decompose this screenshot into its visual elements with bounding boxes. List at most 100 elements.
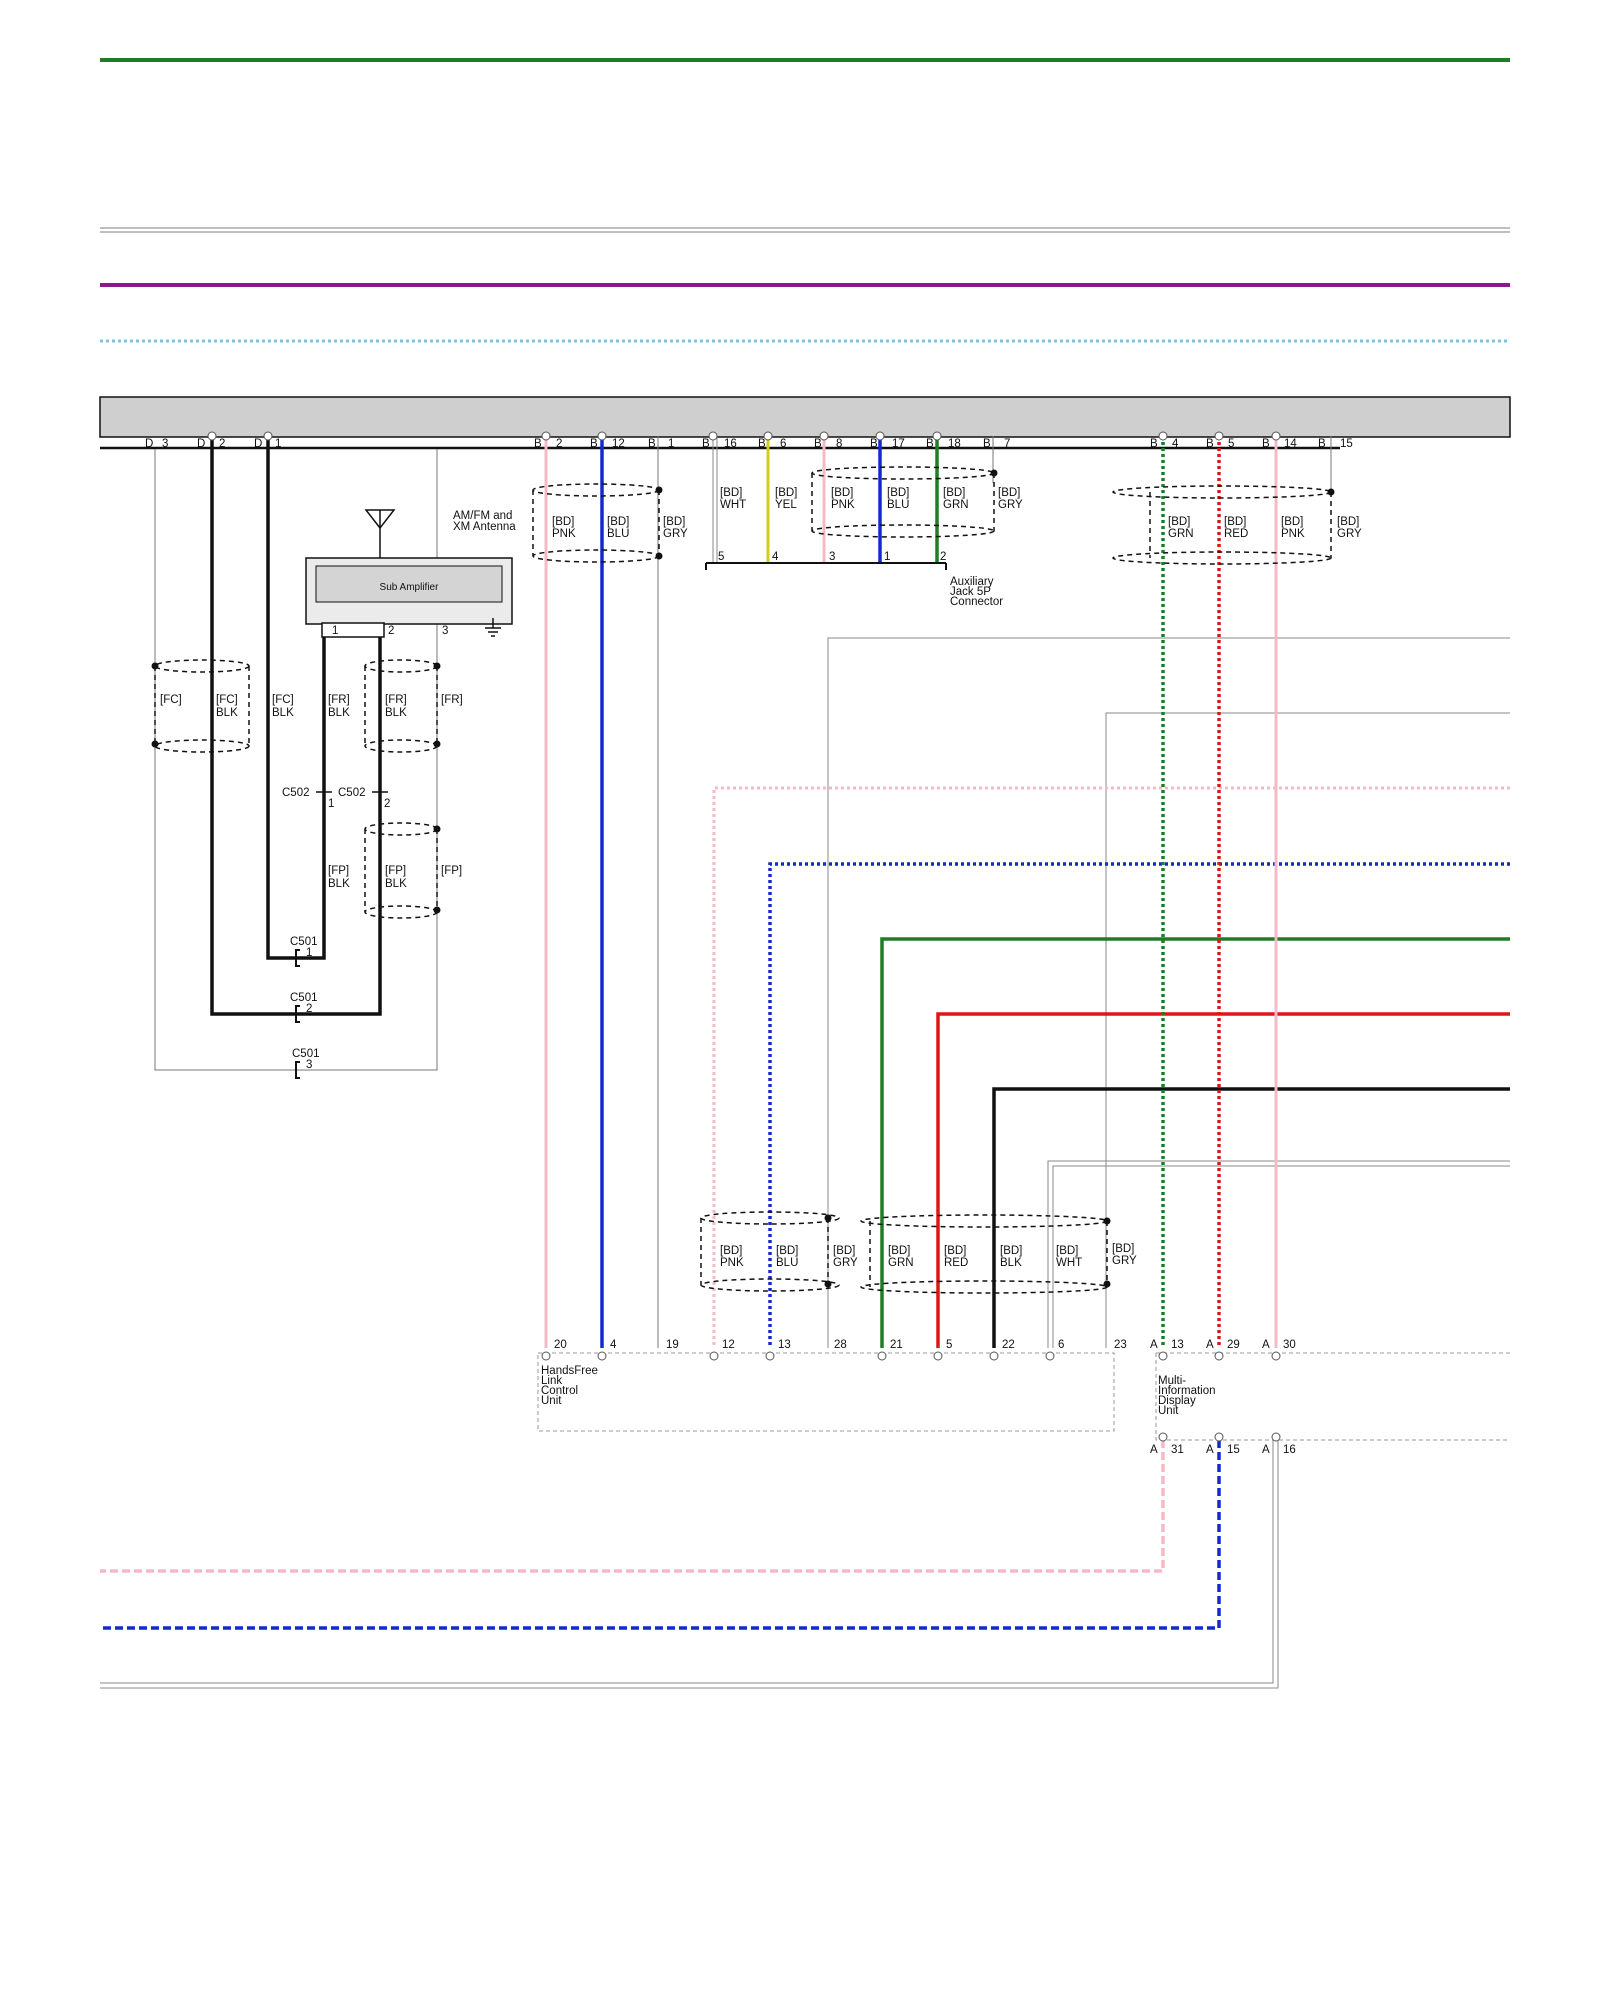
pin-B17-num: 17 (892, 438, 905, 450)
label-wht2: WHT (1056, 1257, 1082, 1269)
pin-B14-cav: B (1262, 438, 1270, 450)
label-bd10: [BD] (1168, 516, 1190, 528)
mid-pin-A30-num: 30 (1283, 1339, 1296, 1351)
sub-amp-connector (321, 622, 385, 638)
pin-B7-cav: B (983, 438, 991, 450)
mid-unit-box (1155, 1353, 1510, 1441)
hfl-pin-20: 20 (554, 1339, 567, 1351)
shield-bd-mid (1112, 485, 1335, 565)
c501-pin-1: 1 (306, 947, 312, 959)
label-fp-b2: BLK (385, 878, 407, 890)
label-fr-a2: BLK (328, 707, 350, 719)
label-fr-b: [FR] (385, 694, 407, 706)
terminal-9 (1158, 431, 1168, 441)
pin-B12-num: 12 (612, 438, 625, 450)
label-gry3: GRY (1337, 528, 1362, 540)
terminal-20 (1158, 1351, 1168, 1361)
label-bd20: [BD] (1056, 1245, 1078, 1257)
label-bd6: [BD] (831, 487, 853, 499)
shield-fr (364, 659, 441, 753)
terminal-22 (1271, 1351, 1281, 1361)
wire-blu-dotted (768, 862, 1510, 1348)
label-red2: RED (944, 1257, 968, 1269)
pin-B18-num: 18 (948, 438, 961, 450)
terminal-3 (597, 431, 607, 441)
pin-B5-num: 5 (1228, 438, 1234, 450)
terminal-15 (765, 1351, 775, 1361)
sub-amp-pin-2: 2 (388, 625, 394, 637)
wire-shield-out-b (100, 1440, 1279, 1689)
aux-pin-4: 4 (772, 551, 779, 563)
shield-fc (151, 659, 250, 753)
label-gry4: GRY (833, 1257, 858, 1269)
pin-B15-num: 15 (1340, 438, 1353, 450)
hfl-unit-box (537, 1352, 1115, 1432)
c501-label-1: C501 (290, 936, 318, 948)
wire-pnk-dashed-out (100, 1440, 1165, 1573)
label-blu1: BLU (607, 528, 629, 540)
label-blu3: BLU (776, 1257, 798, 1269)
label-bd2: [BD] (607, 516, 629, 528)
terminal-13 (597, 1351, 607, 1361)
c502-label-2: C502 (338, 787, 366, 799)
terminal-23 (1158, 1432, 1168, 1442)
aux-pin-5: 5 (718, 551, 724, 563)
terminals (207, 431, 1281, 1442)
pin-D1-num: 1 (275, 438, 281, 450)
wire-wht-right-a (1047, 1160, 1510, 1348)
pin-B8-num: 8 (836, 438, 842, 450)
c502-pin-1: 1 (328, 798, 334, 810)
terminal-7 (875, 431, 885, 441)
label-blu2: BLU (887, 499, 909, 511)
label-fp-b: [FP] (385, 865, 406, 877)
label-fc-a: [FC] (160, 694, 182, 706)
c501-label-3: C501 (292, 1048, 320, 1060)
terminal-4 (708, 431, 718, 441)
pin-B2-num: 2 (556, 438, 562, 450)
c501-pin-2: 2 (306, 1003, 312, 1015)
label-bd4: [BD] (720, 487, 742, 499)
hfl-pin-5: 5 (946, 1339, 952, 1351)
shield-bd-hfl-top (532, 483, 663, 563)
shield-bd-hfl-lower-2 (860, 1214, 1111, 1294)
connector-c501: C501 C501 C501 1 2 3 (290, 936, 320, 1079)
terminal-14 (709, 1351, 719, 1361)
pin-B15-cav: B (1318, 438, 1326, 450)
label-grn1: GRN (943, 499, 969, 511)
terminal-6 (819, 431, 829, 441)
top-pin-labels: D 3 D 2 D 1 B 2 B 12 B 1 B 16 B 6 B 8 B … (145, 438, 1353, 450)
label-fr-c: [FR] (441, 694, 463, 706)
terminal-24 (1214, 1432, 1224, 1442)
label-bd13: [BD] (1337, 516, 1359, 528)
mid-pin-A13-cav: A (1150, 1339, 1158, 1351)
terminal-19 (1045, 1351, 1055, 1361)
c502-label-1: C502 (282, 787, 310, 799)
label-grn2: GRN (1168, 528, 1194, 540)
terminal-12 (541, 1351, 551, 1361)
terminal-16 (877, 1351, 887, 1361)
hfl-pin-12: 12 (722, 1339, 735, 1351)
label-bd3: [BD] (663, 516, 685, 528)
pin-B1-num: 1 (668, 438, 674, 450)
header-lines (100, 58, 1510, 343)
label-fc-c2: BLK (272, 707, 294, 719)
hfl-pin-13: 13 (778, 1339, 791, 1351)
sub-amp-pin-3: 3 (442, 625, 448, 637)
pin-B4-num: 4 (1172, 438, 1179, 450)
label-bd1: [BD] (552, 516, 574, 528)
mid-pin-A29-cav: A (1206, 1339, 1214, 1351)
mid-pin-A16-cav: A (1262, 1444, 1270, 1456)
pin-D3-cav: D (145, 438, 153, 450)
label-blk1: BLK (1000, 1257, 1022, 1269)
label-bd15: [BD] (776, 1245, 798, 1257)
terminal-8 (932, 431, 942, 441)
hfl-pin-6: 6 (1058, 1339, 1064, 1351)
terminal-2 (541, 431, 551, 441)
label-bd17: [BD] (888, 1245, 910, 1257)
